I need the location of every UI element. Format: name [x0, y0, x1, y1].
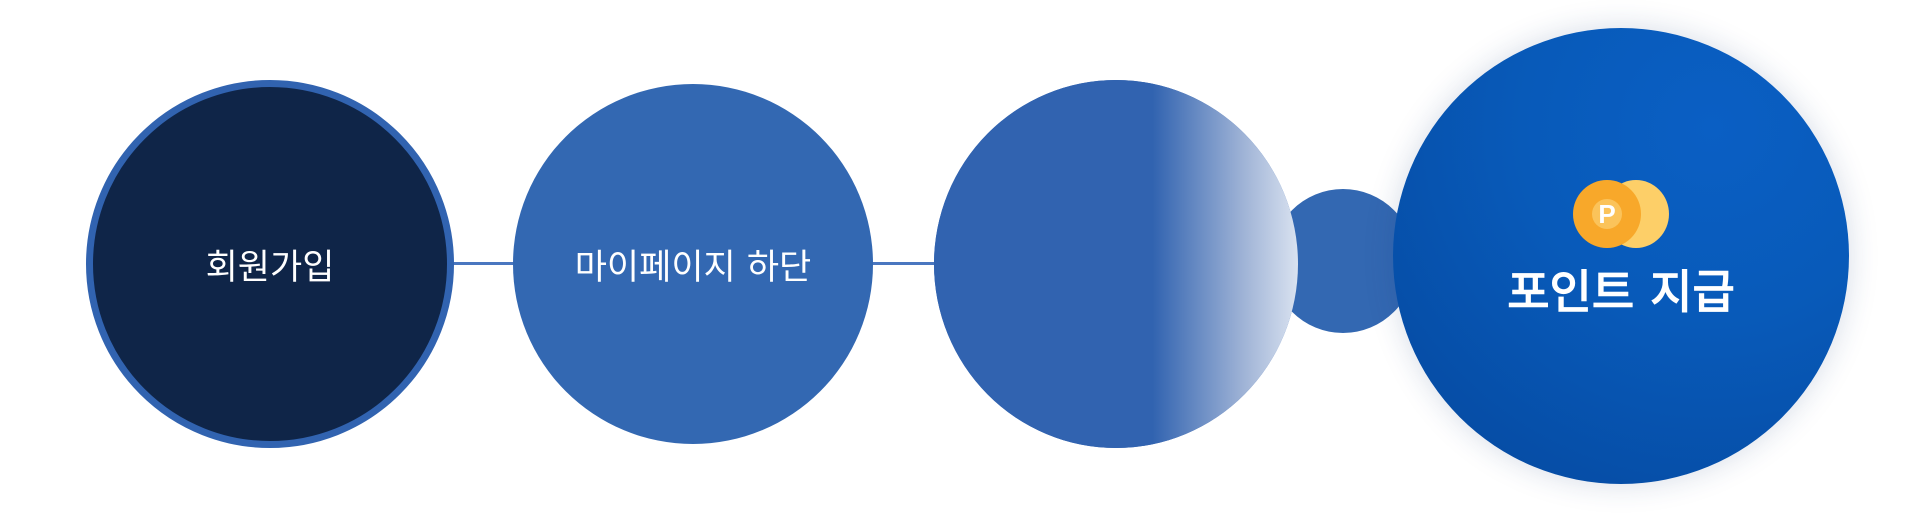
step-mypage-bottom: 마이페이지 하단: [513, 84, 873, 444]
connector-line-2: [866, 262, 942, 265]
point-coins-icon: P: [1573, 180, 1669, 250]
step-referral-code: 추천인 코드: [934, 80, 1298, 448]
step-signup: 회원가입: [86, 80, 454, 448]
step-mypage-bottom-label: 마이페이지 하단: [574, 247, 812, 288]
step-signup-label: 회원가입: [205, 247, 335, 288]
step-point-reward: P 포인트 지급: [1393, 28, 1849, 484]
step-referral-code-label: 추천인 코드: [1029, 247, 1203, 288]
connector-line-1: [446, 262, 522, 265]
coin-front-icon: P: [1573, 180, 1641, 248]
coin-letter: P: [1592, 199, 1622, 229]
step-point-reward-label: 포인트 지급: [1507, 265, 1735, 319]
